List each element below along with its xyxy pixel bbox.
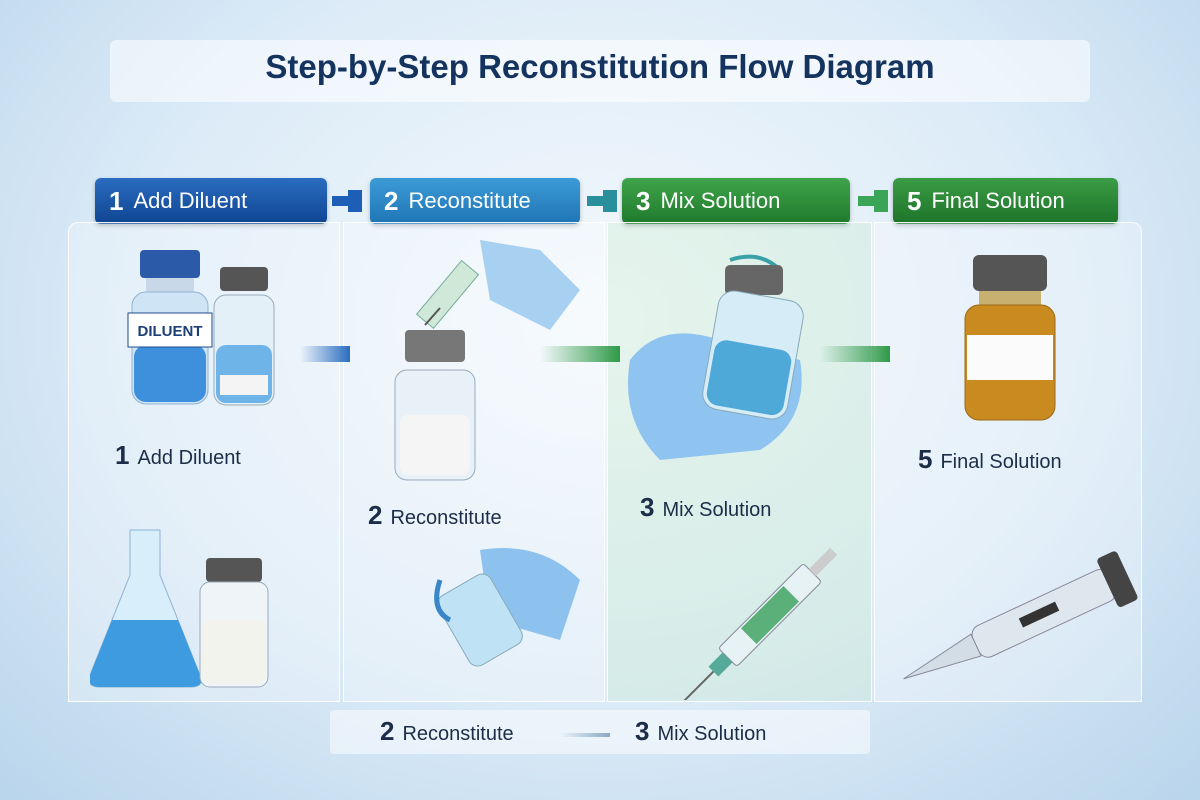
arrow-icon xyxy=(587,190,617,212)
label-final-solution: 5 Final Solution xyxy=(918,444,1062,475)
title-band xyxy=(110,40,1090,102)
step-label: Mix Solution xyxy=(657,723,767,745)
step-header-reconstitute: 2 Reconstitute xyxy=(370,178,580,224)
label-add-diluent: 1 Add Diluent xyxy=(115,440,241,471)
step-number: 2 xyxy=(380,716,395,746)
step-number: 3 xyxy=(640,492,655,522)
step-number: 2 xyxy=(368,500,383,530)
flow-arrow-icon xyxy=(560,733,610,737)
step-label: Final Solution xyxy=(940,451,1062,473)
bottom-flow-mix-solution: 3 Mix Solution xyxy=(635,716,766,747)
step-label: Add Diluent xyxy=(133,188,248,213)
step-label: Mix Solution xyxy=(660,188,781,213)
bottom-flow-bar xyxy=(330,710,870,754)
bottom-flow-reconstitute: 2 Reconstitute xyxy=(380,716,514,747)
page-title: Step-by-Step Reconstitution Flow Diagram xyxy=(265,48,935,85)
diluent-vial-label: DILUENT xyxy=(138,323,203,340)
inverting-vial-illustration xyxy=(434,548,580,667)
step-number: 3 xyxy=(635,716,650,746)
step-number: 5 xyxy=(907,185,922,216)
final-solution-vial-illustration xyxy=(964,255,1056,421)
flow-arrow-icon xyxy=(540,346,620,362)
hand-shaking-vial-illustration xyxy=(628,254,804,460)
flow-arrow-icon xyxy=(820,346,890,362)
step-label: Final Solution xyxy=(931,188,1065,213)
step-label: Reconstitute xyxy=(408,188,531,213)
step-number: 1 xyxy=(115,440,130,470)
step-header-mix-solution: 3 Mix Solution xyxy=(622,178,850,224)
step-header-final-solution: 5 Final Solution xyxy=(893,178,1118,224)
syringe-illustration xyxy=(677,547,838,700)
label-mix-solution: 3 Mix Solution xyxy=(640,492,771,523)
label-reconstitute: 2 Reconstitute xyxy=(368,500,502,531)
flow-arrow-icon xyxy=(300,346,350,362)
step-number: 3 xyxy=(636,185,651,216)
arrow-icon xyxy=(858,190,888,212)
syringe-into-vial-illustration xyxy=(394,240,580,481)
flask-and-vial-illustration xyxy=(90,529,269,688)
step-label: Mix Solution xyxy=(662,499,772,521)
step-number: 5 xyxy=(918,444,933,474)
step-label: Add Diluent xyxy=(137,447,241,469)
step-number: 1 xyxy=(109,185,124,216)
diluent-vials-illustration: DILUENT xyxy=(127,250,275,406)
arrow-icon xyxy=(332,190,362,212)
pipette-illustration xyxy=(903,551,1138,680)
step-label: Reconstitute xyxy=(390,507,502,529)
step-label: Reconstitute xyxy=(402,723,514,745)
step-header-add-diluent: 1 Add Diluent xyxy=(95,178,327,224)
step-number: 2 xyxy=(384,185,399,216)
